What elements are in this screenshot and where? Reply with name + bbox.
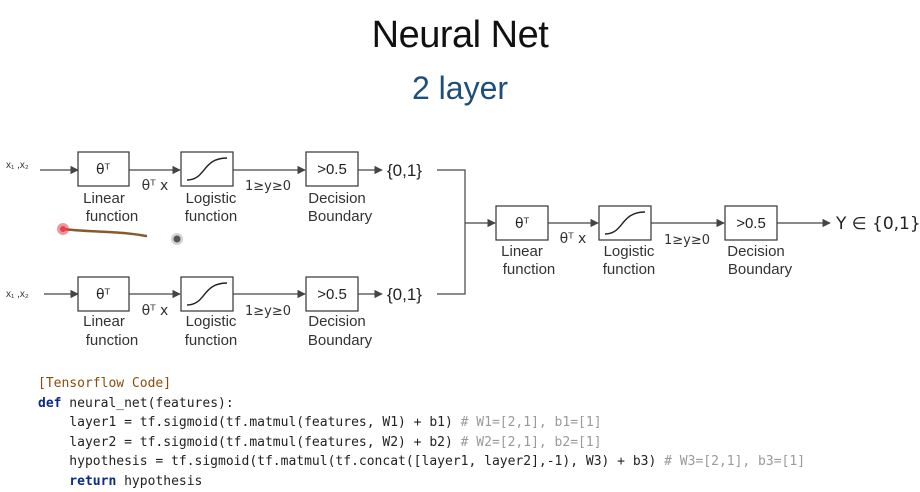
code-header: [Tensorflow Code] — [38, 376, 172, 391]
top-output-label: {0,1} — [387, 161, 422, 180]
top-sigmoid-curve — [186, 157, 228, 181]
out-logistic-label-1: Logistic — [604, 243, 655, 260]
code-layer2-comment: # W2=[2,1], b2=[1] — [460, 434, 602, 450]
tensorflow-code-block: [Tensorflow Code] def neural_net(feature… — [38, 374, 805, 492]
bottom-decision-label-2: Boundary — [308, 332, 373, 349]
top-logistic-label-2: function — [185, 208, 238, 225]
top-pipeline: x₁ ,x₂ θᵀ Linear function θᵀ x Logistic … — [6, 151, 422, 225]
page-subtitle: 2 layer — [411, 70, 509, 106]
bottom-linear-label-1: Linear — [83, 313, 125, 330]
out-sigmoid-curve — [604, 211, 646, 235]
top-range-label: 1≥y≥0 — [245, 179, 291, 194]
bottom-pipeline: x₁ ,x₂ θᵀ Linear function θᵀ x Logistic … — [6, 276, 422, 349]
out-linear-label-2: function — [503, 261, 556, 278]
code-def-signature: neural_net(features): — [61, 395, 234, 411]
output-pipeline: θᵀ Linear function θᵀ x Logistic functio… — [495, 205, 920, 278]
bottom-theta-box-label: θᵀ — [96, 287, 111, 303]
code-return-keyword: return — [38, 473, 117, 489]
final-output-label: Y ∈ {0,1} — [835, 214, 920, 234]
top-logistic-label-1: Logistic — [186, 190, 237, 207]
top-theta-x-label: θᵀ x — [142, 178, 169, 194]
pen-dot-red — [60, 226, 66, 232]
top-linear-label-2: function — [86, 208, 139, 225]
bottom-theta-x-label: θᵀ x — [142, 303, 169, 319]
bottom-decision-label-1: Decision — [308, 313, 366, 330]
top-logistic-box — [180, 151, 234, 187]
top-input-label: x₁ ,x₂ — [6, 160, 29, 171]
code-layer2: layer2 = tf.sigmoid(tf.matmul(features, … — [38, 434, 461, 450]
out-range-label: 1≥y≥0 — [664, 233, 710, 248]
code-layer1: layer1 = tf.sigmoid(tf.matmul(features, … — [38, 415, 461, 431]
out-theta-x-label: θᵀ x — [560, 231, 587, 247]
out-threshold-label: >0.5 — [736, 215, 766, 232]
out-logistic-box — [598, 205, 652, 241]
top-theta-box-label: θᵀ — [96, 162, 111, 178]
out-decision-label-1: Decision — [727, 243, 785, 260]
bottom-range-label: 1≥y≥0 — [245, 304, 291, 319]
top-decision-label-2: Boundary — [308, 208, 373, 225]
code-hypothesis: hypothesis = tf.sigmoid(tf.matmul(tf.con… — [38, 454, 665, 470]
bottom-threshold-label: >0.5 — [317, 286, 347, 303]
bottom-logistic-label-2: function — [185, 332, 238, 349]
code-def-keyword: def — [38, 395, 62, 411]
out-threshold-box — [724, 205, 778, 241]
merge-bracket — [437, 169, 466, 295]
pen-dot-grey — [173, 235, 181, 243]
code-return-value: hypothesis — [116, 473, 203, 489]
bottom-logistic-label-1: Logistic — [186, 313, 237, 330]
pen-stroke — [61, 227, 148, 238]
bottom-linear-box — [77, 276, 130, 312]
top-linear-box — [77, 151, 130, 187]
pen-annotation — [57, 223, 183, 245]
bottom-output-label: {0,1} — [387, 285, 422, 304]
out-logistic-label-2: function — [603, 261, 656, 278]
bottom-linear-label-2: function — [86, 332, 139, 349]
code-layer1-comment: # W1=[2,1], b1=[1] — [460, 415, 602, 431]
bottom-logistic-box — [180, 276, 234, 312]
bottom-sigmoid-curve — [186, 282, 228, 306]
merge-connector — [437, 169, 496, 295]
top-linear-label-1: Linear — [83, 190, 125, 207]
top-decision-label-1: Decision — [308, 190, 366, 207]
network-diagram: x₁ ,x₂ θᵀ Linear function θᵀ x Logistic … — [6, 151, 920, 349]
out-theta-box-label: θᵀ — [515, 216, 530, 232]
top-threshold-label: >0.5 — [317, 161, 347, 178]
out-decision-label-2: Boundary — [728, 261, 793, 278]
top-threshold-box — [305, 151, 359, 187]
page-title: Neural Net — [371, 14, 549, 56]
bottom-input-label: x₁ ,x₂ — [6, 289, 29, 300]
bottom-threshold-box — [305, 276, 359, 312]
out-linear-label-1: Linear — [501, 243, 543, 260]
code-hypothesis-comment: # W3=[2,1], b3=[1] — [664, 454, 806, 470]
